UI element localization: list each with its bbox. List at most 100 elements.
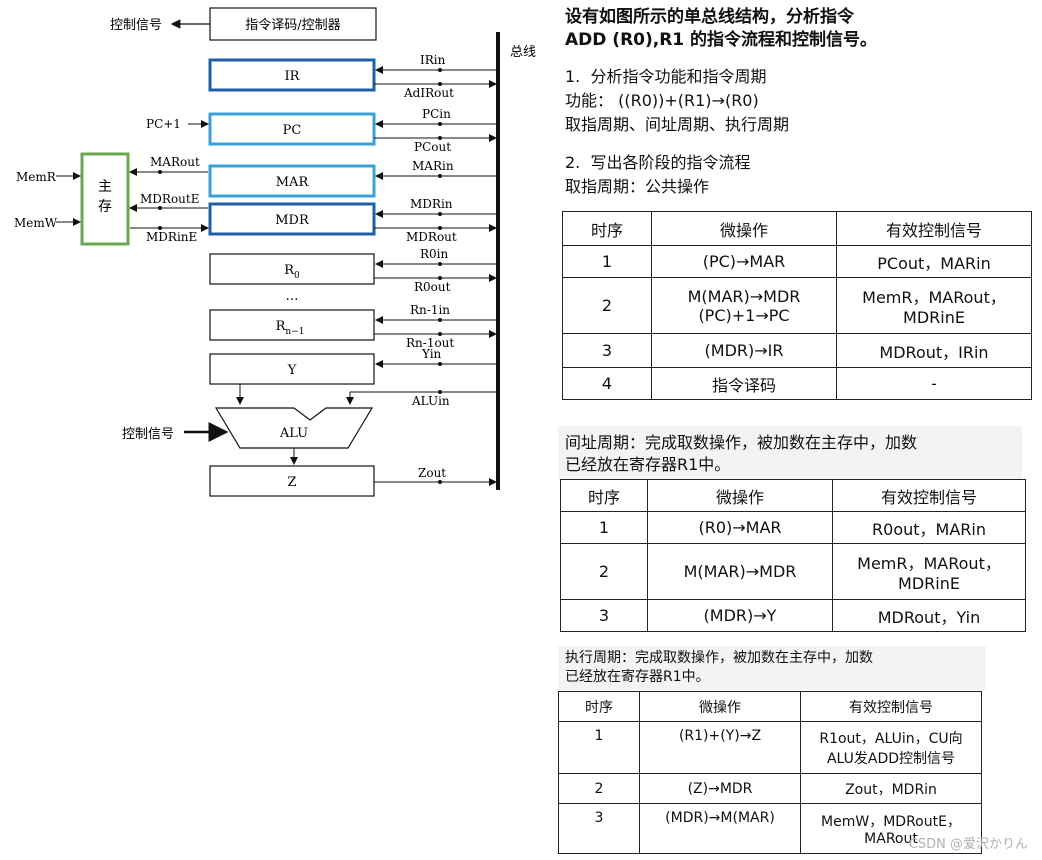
table-row: 3 (MDR)→M(MAR) MemW，MDRoutE， MARout [558,803,982,854]
table-cell: 1 [562,245,652,278]
table-cell: 3 [558,803,640,854]
pc-label: PC [283,123,302,138]
table-cell: 1 [560,511,648,544]
table-cell: 2 [560,543,648,600]
fetch-cycle-label: 取指周期：公共操作 [565,177,710,196]
mdroute-signal: MDRoutE [140,192,199,206]
table-row: 2 (Z)→MDR Zout，MDRin [558,773,982,804]
table-cell: 1 [558,721,640,774]
heading-line-2: ADD (R0),R1 的指令流程和控制信号。 [565,30,878,50]
memw-signal: MemW [14,216,58,230]
execute-cycle-table: 时序 微操作 有效控制信号 1 (R1)+(Y)→Z R1out，ALUin，C… [558,691,982,854]
header-cell: 微操作 [651,211,837,246]
table-cell: MDRout，IRin [836,333,1032,368]
header-cell: 时序 [562,211,652,246]
pc-register [208,112,376,146]
z-label: Z [287,475,296,490]
top-control-signal-label: 控制信号 [110,18,162,33]
table-header-row: 时序 微操作 有效控制信号 [562,211,1032,246]
main-memory-box [80,152,130,246]
decoder-label: 指令译码/控制器 [245,18,340,33]
table-cell: M(MAR)→MDR [647,543,833,600]
problem-heading: 设有如图所示的单总线结构，分析指令 ADD (R0),R1 的指令流程和控制信号… [565,6,877,52]
step1-title: 1. 分析指令功能和指令周期 [565,67,767,86]
mar-label: MAR [276,175,310,190]
table-row: 2 M(MAR)→MDR (PC)+1→PC MemR，MARout， MDRi… [562,277,1032,334]
marin-signal: MARin [412,159,454,173]
table-cell: (R1)+(Y)→Z [639,721,801,774]
table-row: 3 (MDR)→IR MDRout，IRin [562,333,1032,368]
memory-label-1: 主 [98,179,112,195]
table-cell: M(MAR)→MDR (PC)+1→PC [651,277,837,334]
mdr-register [208,202,376,236]
execute-desc-line-1: 执行周期：完成取数操作，被加数在主存中，加数 [565,650,873,666]
table-row: 2 M(MAR)→MDR MemR，MARout， MDRinE [560,543,1026,600]
table-header-row: 时序 微操作 有效控制信号 [560,479,1026,512]
register-ellipsis: … [286,289,299,304]
pc-plus-one-label: PC+1 [146,117,181,131]
mdrout-signal: MDRout [406,230,457,244]
mdrine-signal: MDRinE [146,230,197,244]
r0-label: R0 [284,263,300,281]
adlrout-signal: AdIRout [403,86,454,100]
table-row: 3 (MDR)→Y MDRout，Yin [560,599,1026,632]
table-cell: 3 [562,333,652,368]
heading-line-1: 设有如图所示的单总线结构，分析指令 [565,7,854,27]
table-cell: R1out，ALUin，CU向 ALU发ADD控制信号 [800,721,982,774]
table-cell: 指令译码 [651,367,837,400]
indirect-cycle-table: 时序 微操作 有效控制信号 1 (R0)→MAR R0out，MARin 2 M… [560,479,1026,632]
table-cell: MemR，MARout， MDRinE [836,277,1032,334]
table-row: 1 (R1)+(Y)→Z R1out，ALUin，CU向 ALU发ADD控制信号 [558,721,982,774]
table-cell: (R0)→MAR [647,511,833,544]
table-cell: (MDR)→M(MAR) [639,803,801,854]
ir-register [208,58,376,92]
table-cell: - [836,367,1032,400]
table-cell: Zout，MDRin [800,773,982,804]
indirect-description-bg [558,426,1022,480]
table-cell: MDRout，Yin [832,599,1026,632]
z-register [209,465,375,497]
rnout-signal: Rn-1out [406,336,454,350]
table-cell: 2 [558,773,640,804]
decoder-controller-box [209,7,377,41]
step2-title: 2. 写出各阶段的指令流程 [565,153,751,172]
bus-label: 总线 [510,45,536,60]
cycles-line: 取指周期、间址周期、执行周期 [565,115,790,134]
aluin-signal: ALUin [411,394,450,408]
alu-control-signal-label: 控制信号 [122,427,174,442]
single-bus-diagram: 总线 指令译码/控制器 控制信号 IR IRin AdIRout PC PC+1… [14,7,536,497]
header-cell: 时序 [558,691,640,722]
table-cell: R0out，MARin [832,511,1026,544]
header-cell: 有效控制信号 [836,211,1032,246]
rnin-signal: Rn-1in [410,303,450,317]
table-row: 1 (R0)→MAR R0out，MARin [560,511,1026,544]
ir-label: IR [285,69,301,84]
table-cell: 2 [562,277,652,334]
r0in-signal: R0in [420,247,449,261]
pcin-signal: PCin [422,107,451,121]
header-cell: 微操作 [639,691,801,722]
y-label: Y [287,363,297,378]
table-cell: (MDR)→Y [647,599,833,632]
header-cell: 有效控制信号 [832,479,1026,512]
r0-register [209,253,375,285]
table-row: 4 指令译码 - [562,367,1032,400]
mar-register [208,164,376,198]
table-cell: PCout，MARin [836,245,1032,278]
table-cell: MemW，MDRoutE， MARout [800,803,982,854]
memr-signal: MemR [16,170,57,184]
header-cell: 时序 [560,479,648,512]
yin-signal: Yin [421,347,442,361]
mdr-label: MDR [275,213,310,228]
table-cell: (PC)→MAR [651,245,837,278]
alu-unit [214,407,374,449]
table-cell: (Z)→MDR [639,773,801,804]
header-cell: 微操作 [647,479,833,512]
function-line: 功能： ((R0))+(R1)→(R0) [565,91,759,110]
table-cell: MemR，MARout， MDRinE [832,543,1026,600]
table-cell: (MDR)→IR [651,333,837,368]
header-cell: 有效控制信号 [800,691,982,722]
table-cell: 3 [560,599,648,632]
watermark: CSDN @爱沢かりん [908,837,1028,852]
indirect-desc-line-1: 间址周期：完成取数操作，被加数在主存中，加数 [565,433,918,452]
